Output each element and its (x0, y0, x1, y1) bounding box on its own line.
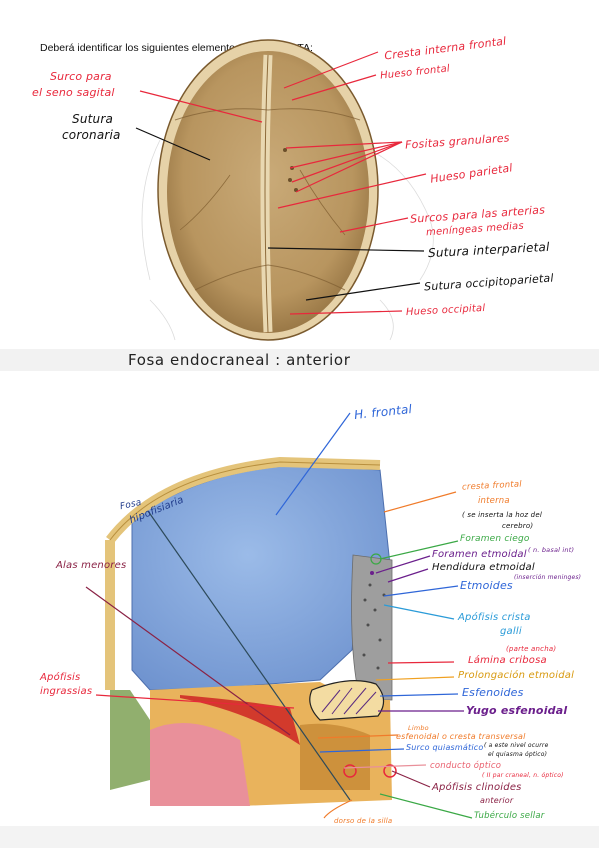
label-surco-seno-sagital-2: el seno sagital (32, 86, 115, 99)
label-alas-menores: Alas menores (56, 560, 127, 571)
label-foramen-ciego: Foramen ciego (460, 534, 530, 544)
label-surco-seno-sagital-1: Surco para (50, 70, 112, 83)
label-limbo-2: esfenoidal o cresta transversal (396, 732, 526, 741)
label-sutura-coronaria-1: Sutura (72, 112, 114, 126)
label-conducto-optico: conducto óptico (430, 761, 502, 771)
label-yugo-esfenoidal: Yugo esfenoidal (466, 704, 568, 717)
label-parte-ancha: (parte ancha) (506, 645, 557, 653)
label-etmoides: Etmoides (460, 579, 513, 592)
label-prolongacion-etmoidal: Prolongación etmoidal (458, 670, 575, 681)
label-apofisis-crista-2: galli (500, 626, 522, 637)
background-sketch (141, 139, 434, 341)
label-surco-quiasmatico: Surco quiasmático (406, 743, 484, 752)
label-foramen-etmoidal-nota: ( n. basal int) (528, 546, 575, 554)
label-quiasma-nota-2: el quiasma óptico) (488, 751, 548, 758)
label-esfenoides: Esfenoides (462, 686, 524, 699)
cribriform-holes (362, 583, 386, 670)
section-title-fosa: Fosa endocraneal : anterior (128, 351, 351, 369)
label-dorso-silla-1: dorso de la silla (334, 817, 393, 825)
calota-arrows (135, 51, 427, 315)
label-cresta-nota-2: cerebro) (502, 522, 534, 530)
label-apofisis-crista-1: Apófisis crista (458, 612, 531, 623)
label-apofisis-clinoides-1: Apófisis clinoides (432, 782, 522, 793)
section-header-band (0, 349, 599, 371)
label-foramen-etmoidal: Foramen etmoidal (432, 549, 527, 560)
label-sutura-coronaria-2: coronaria (62, 128, 121, 142)
label-limbo-1: Limbo (408, 724, 429, 732)
fosa-figure (105, 456, 397, 806)
label-hendidura-nota: (inserción meninges) (514, 574, 582, 581)
label-cresta-nota-1: ( se inserta la hoz del (462, 511, 542, 519)
label-apofisis-ingrassias-2: ingrassias (40, 686, 93, 697)
label-tuberculo-selar: Tubérculo sellar (474, 811, 545, 821)
label-hendidura-etmoidal: Hendidura etmoidal (432, 562, 535, 573)
label-apofisis-clinoides-2: anterior (480, 796, 514, 805)
fosa-arrows (85, 412, 473, 819)
label-quiasma-nota-1: ( a este nivel ocurre (484, 742, 549, 749)
label-conducto-nota: ( II par craneal, n. óptico) (482, 772, 564, 779)
calota-skull (157, 39, 379, 341)
label-lamina-cribosa: Lámina cribosa (468, 655, 547, 666)
bottom-band (0, 826, 599, 848)
label-apofisis-ingrassias-1: Apófisis (40, 672, 81, 683)
label-cresta-frontal-2: interna (478, 496, 510, 506)
